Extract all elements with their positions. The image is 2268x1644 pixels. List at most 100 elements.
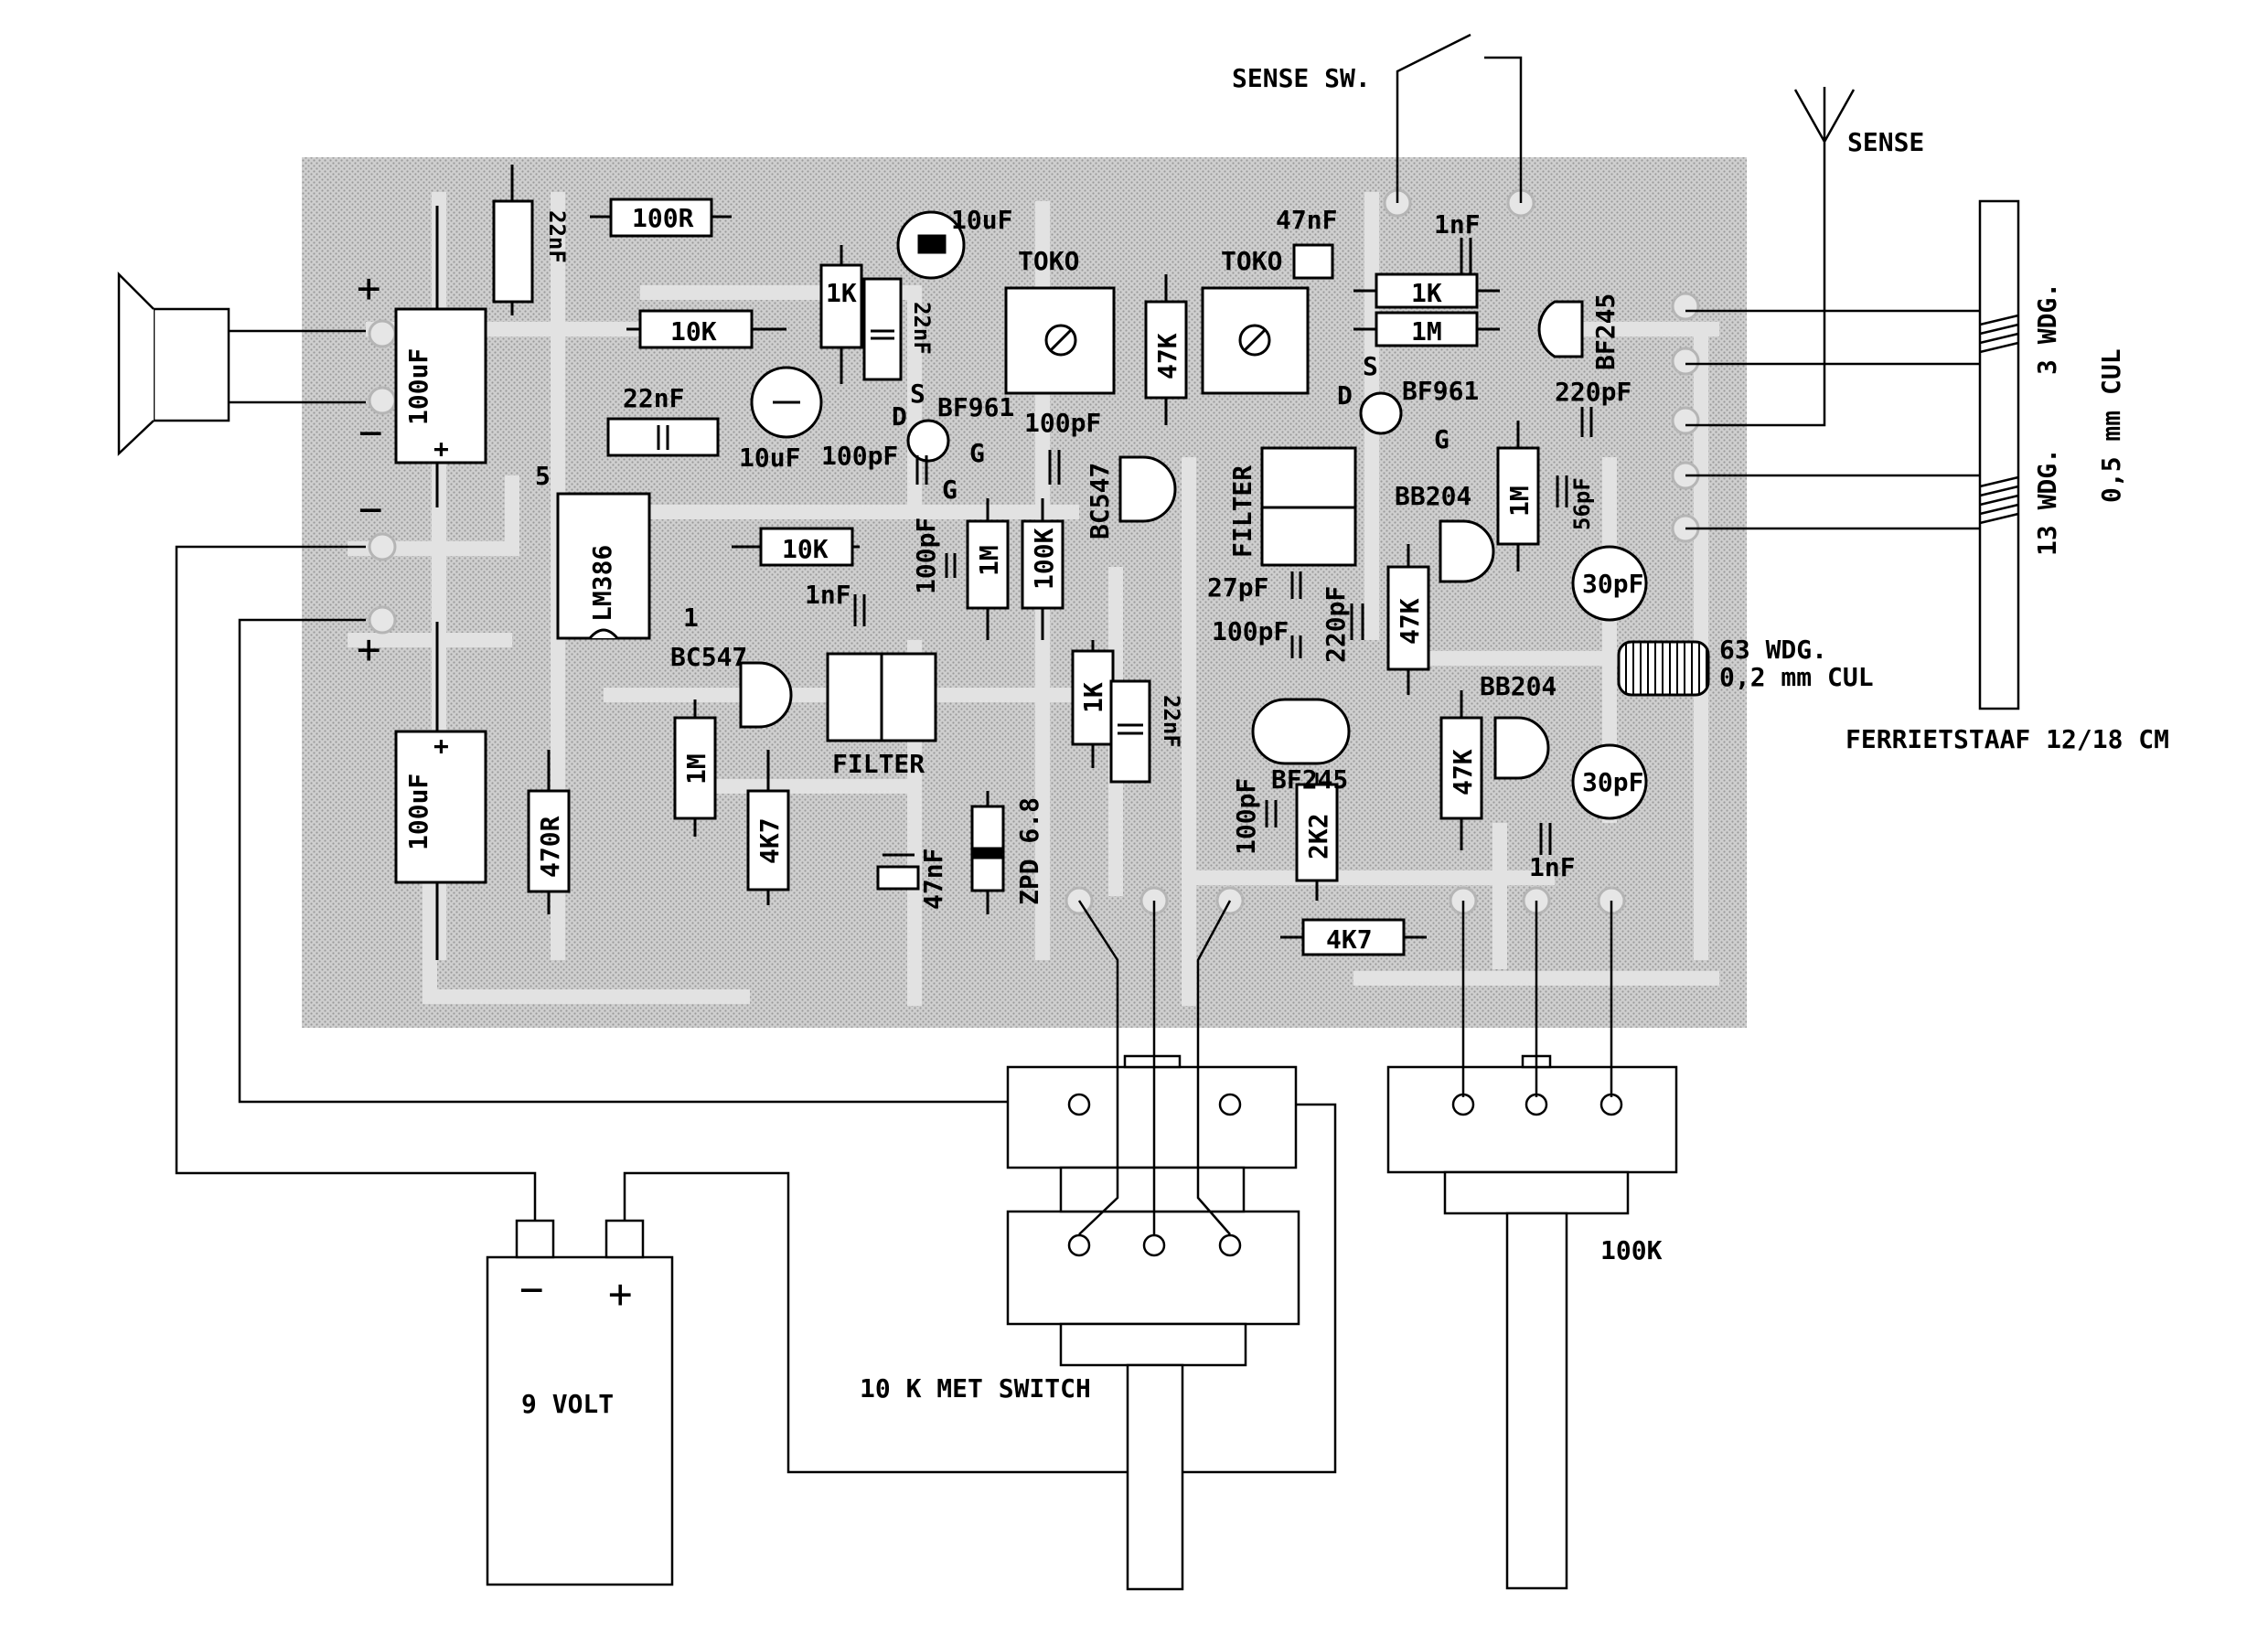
resistor-100r — [609, 197, 713, 238]
capacitor-22nf-c — [862, 277, 903, 381]
trimmer-30pf-a — [1571, 545, 1648, 622]
label-1nf-c: 1nF — [1529, 852, 1576, 882]
battery-terminal-plus — [604, 1219, 645, 1259]
pot-10k-shaft — [1126, 1363, 1184, 1591]
label-47k-a: 47K — [1152, 333, 1182, 379]
label-10k-top: 10K — [670, 316, 717, 347]
label-pot-100k: 100K — [1600, 1235, 1663, 1265]
label-4k7-b: 4K7 — [1326, 924, 1373, 955]
label-bc547-a: BC547 — [1085, 463, 1115, 539]
speaker-cone — [117, 271, 155, 456]
pot-100k-shaft — [1505, 1212, 1568, 1590]
label-1m-d: 1M — [1504, 486, 1535, 517]
label-g-b: G — [1434, 424, 1450, 454]
label-cul-05: 0,5 mm CUL — [2096, 348, 2126, 503]
resistor-1k-b — [1071, 649, 1115, 746]
label-minus-2: − — [358, 486, 383, 533]
pcb-label-group: 100R 22nF 100uF 10K 22nF 10uF LM386 5 1 … — [357, 203, 1643, 955]
bc547-transistor-b — [739, 661, 793, 729]
label-100pf-d: 100pF — [1212, 616, 1289, 646]
label-plus-1: + — [357, 265, 381, 312]
label-g-a2: G — [942, 475, 957, 505]
label-1k-a: 1K — [826, 278, 857, 308]
switch-assembly — [1006, 1065, 1298, 1169]
coil-63wdg — [1617, 640, 1710, 697]
label-1nf-a: 1nF — [805, 580, 851, 610]
label-toko-a: TOKO — [1018, 246, 1079, 276]
label-sense-sw: SENSE SW. — [1232, 63, 1371, 93]
label-cap-plus-a: + — [433, 433, 449, 464]
capacitor-22nf-d — [1109, 679, 1151, 784]
label-toko-b: TOKO — [1221, 246, 1282, 276]
label-zpd68: ZPD 6.8 — [1014, 797, 1044, 905]
speaker-body — [152, 307, 230, 422]
label-plus-2: + — [357, 626, 381, 673]
label-10uf-left: 10uF — [739, 443, 800, 473]
label-22nf-b: 22nF — [623, 383, 684, 413]
resistor-2k2 — [1295, 783, 1339, 882]
label-100r: 100R — [632, 203, 694, 233]
label-30pf-a: 30pF — [1582, 569, 1643, 599]
label-1m-c: 1M — [1411, 316, 1442, 347]
bb204-diode-a — [1439, 519, 1495, 583]
label-battery: 9 VOLT — [521, 1389, 614, 1419]
trimmer-30pf-b — [1571, 743, 1648, 820]
battery-terminal-minus — [515, 1219, 555, 1259]
label-2k2: 2K2 — [1303, 813, 1333, 859]
label-pin5: 5 — [535, 461, 551, 491]
resistor-1k-a — [819, 263, 863, 349]
label-cul-02: 0,2 mm CUL — [1719, 662, 1874, 692]
label-1m-a: 1M — [974, 545, 1004, 576]
lm386-ic — [556, 492, 651, 640]
resistor-47k-c — [1439, 716, 1483, 820]
battery-9v — [486, 1255, 674, 1586]
capacitor-100uf-top — [394, 307, 487, 464]
label-battery-minus: − — [519, 1266, 544, 1313]
bf961-transistor-a — [906, 419, 950, 463]
label-63-wdg: 63 WDG. — [1719, 635, 1827, 665]
label-1m-b: 1M — [681, 753, 711, 785]
label-filter-a: FILTER — [832, 749, 925, 779]
resistor-100k — [1021, 519, 1064, 610]
label-220pf-a: 220pF — [1555, 377, 1631, 407]
label-100k: 100K — [1029, 528, 1059, 590]
bf245-transistor-b — [1251, 698, 1351, 765]
label-47k-b: 47K — [1395, 598, 1425, 645]
capacitor-22nf-b — [606, 417, 720, 457]
label-47nf-b: 47nF — [1276, 205, 1337, 235]
resistor-1k-c — [1375, 272, 1479, 309]
label-100uf-top: 100uF — [403, 348, 433, 425]
resistor-4k7-a — [746, 789, 790, 891]
label-1k-c: 1K — [1411, 278, 1442, 308]
bf961-transistor-b — [1359, 391, 1403, 435]
label-sense: SENSE — [1847, 127, 1924, 157]
label-lm386: LM386 — [587, 545, 617, 622]
label-ferrietstaaf: FERRIETSTAAF 12/18 CM — [1845, 724, 2169, 754]
components — [394, 165, 1710, 960]
label-100pf-c: 100pF — [911, 518, 941, 594]
label-30pf-b: 30pF — [1582, 767, 1643, 797]
label-battery-plus: + — [608, 1271, 633, 1318]
resistor-47k-b — [1386, 565, 1430, 671]
label-56pf: 56pF — [1569, 477, 1595, 530]
label-cap-plus-b: + — [433, 731, 449, 761]
label-bf245-b: BF245 — [1271, 764, 1348, 795]
label-22nf-a: 22nF — [544, 210, 570, 263]
resistor-1m-a — [966, 519, 1010, 610]
label-100pf-e: 100pF — [1231, 778, 1261, 855]
resistor-10k-top — [638, 309, 754, 349]
sense-antenna — [1685, 87, 1856, 427]
label-470r: 470R — [535, 816, 565, 878]
label-22nf-c: 22nF — [909, 302, 935, 355]
label-pot-10k-switch: 10 K MET SWITCH — [860, 1373, 1091, 1404]
label-27pf: 27pF — [1207, 572, 1268, 603]
sense-switch — [1396, 33, 1523, 203]
label-100uf-bot: 100uF — [403, 774, 433, 850]
label-s-a: S — [910, 379, 925, 409]
label-bf961-a: BF961 — [937, 392, 1014, 422]
label-1k-b: 1K — [1078, 682, 1108, 713]
label-220pf-b: 220pF — [1321, 586, 1351, 663]
bc547-transistor-a — [1118, 455, 1177, 523]
